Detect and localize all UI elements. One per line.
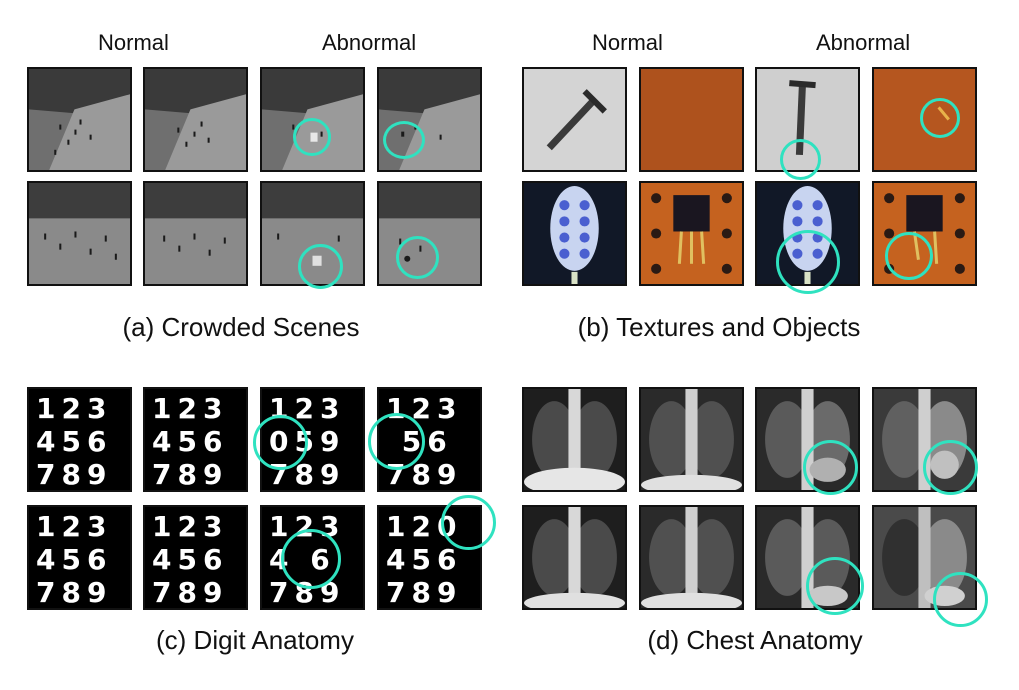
chest-normal-2: [639, 387, 744, 492]
digit-abnormal-3: 123 4 6 789: [260, 505, 365, 610]
crowd-normal-3: [27, 181, 132, 286]
digit-abnormal-4: 120 456 789: [377, 505, 482, 610]
toothbrush-abnormal: [755, 181, 860, 286]
digit-grid: 123 4 6 789: [269, 510, 346, 609]
digit-grid: 123 456 789: [36, 392, 113, 491]
panel-b-abnormal-header: Abnormal: [816, 30, 911, 55]
crowd-normal-4: [143, 181, 248, 286]
panel-a-abnormal-header: Abnormal: [322, 30, 417, 55]
digit-normal-2: 123 456 789: [143, 387, 248, 492]
digit-grid: 120 456 789: [386, 510, 463, 609]
crowd-abnormal-4: [377, 181, 482, 286]
transistor-normal: [639, 181, 744, 286]
chest-normal-3: [522, 505, 627, 610]
crowd-abnormal-2: [377, 67, 482, 172]
digit-grid: 123 059 789: [269, 392, 346, 491]
panel-d-caption: (d) Chest Anatomy: [647, 625, 863, 655]
digit-grid: 123 456 789: [152, 392, 229, 491]
digit-abnormal-1: 123 059 789: [260, 387, 365, 492]
digit-abnormal-2: 123 56 789: [377, 387, 482, 492]
digit-grid: 123 56 789: [386, 392, 463, 491]
chest-abnormal-1: [755, 387, 860, 492]
chest-normal-4: [639, 505, 744, 610]
chest-abnormal-4: [872, 505, 977, 610]
digit-normal-3: 123 456 789: [27, 505, 132, 610]
crowd-normal-2: [143, 67, 248, 172]
digit-normal-1: 123 456 789: [27, 387, 132, 492]
chest-abnormal-3: [755, 505, 860, 610]
toothbrush-normal: [522, 181, 627, 286]
digit-grid: 123 456 789: [152, 510, 229, 609]
chest-abnormal-2: [872, 387, 977, 492]
chest-normal-1: [522, 387, 627, 492]
transistor-abnormal: [872, 181, 977, 286]
crowd-abnormal-3: [260, 181, 365, 286]
panel-a-caption: (a) Crowded Scenes: [122, 312, 360, 342]
leather-normal: [639, 67, 744, 172]
digit-grid: 123 456 789: [36, 510, 113, 609]
screw-normal: [522, 67, 627, 172]
crowd-abnormal-1: [260, 67, 365, 172]
panel-a-normal-header: Normal: [98, 30, 169, 55]
panel-b-caption: (b) Textures and Objects: [577, 312, 861, 342]
crowd-normal-1: [27, 67, 132, 172]
panel-c-caption: (c) Digit Anatomy: [156, 625, 354, 655]
leather-abnormal: [872, 67, 977, 172]
digit-normal-4: 123 456 789: [143, 505, 248, 610]
screw-abnormal: [755, 67, 860, 172]
panel-b-normal-header: Normal: [592, 30, 663, 55]
